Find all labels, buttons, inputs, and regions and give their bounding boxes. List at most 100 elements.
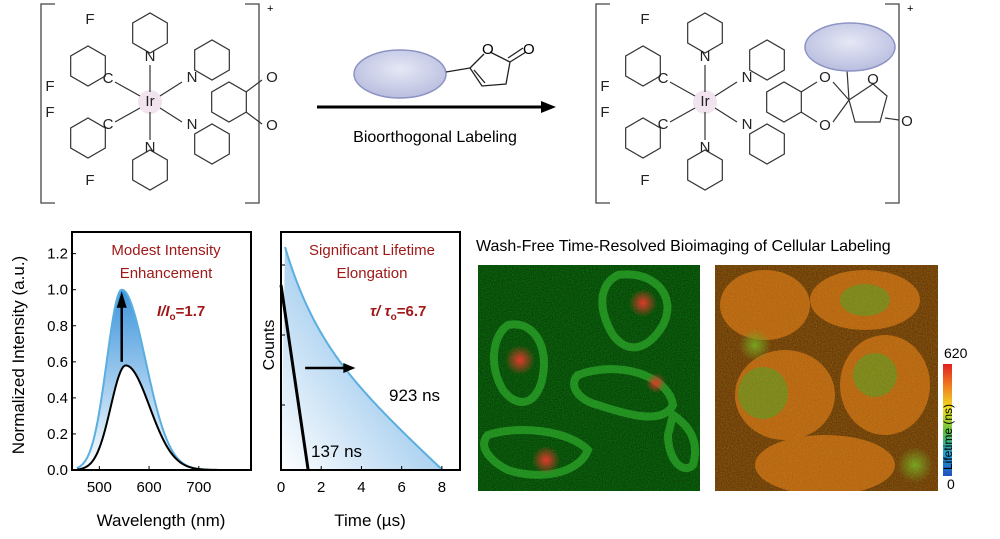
y-axis-label: Normalized Intensity (a.u.) — [9, 256, 28, 454]
x-tick-label: 6 — [398, 479, 406, 496]
ring — [625, 117, 661, 159]
bond — [714, 81, 738, 97]
atom-label-n: N — [187, 69, 198, 86]
atom-label-o: O — [819, 69, 831, 86]
atom-label-o: O — [819, 117, 831, 134]
x-axis-label: Time (µs) — [334, 511, 406, 530]
y-axis-label: Counts — [262, 320, 278, 371]
ratio-annotation: I/Io=1.7 — [157, 303, 205, 323]
x-tick-label: 600 — [137, 479, 162, 496]
ring — [211, 81, 247, 123]
series-unlabeled-decay — [279, 284, 310, 471]
lifetime-label-unlabeled: 137 ns — [311, 442, 362, 461]
atom-label-f: F — [45, 104, 54, 121]
atom-label-f: F — [85, 172, 94, 189]
ring — [687, 149, 723, 191]
atom-label-n: N — [742, 69, 753, 86]
ring — [70, 117, 106, 159]
x-tick-label: 500 — [87, 479, 112, 496]
bond — [714, 107, 738, 123]
bond — [114, 107, 141, 123]
atom-label-ir: Ir — [145, 93, 154, 110]
atom-label-n: N — [187, 116, 198, 133]
ring — [132, 12, 168, 54]
atom-label-c: C — [658, 116, 669, 133]
ratio-symbol: I/I — [157, 303, 170, 320]
bond — [114, 81, 141, 97]
ratio-value: =1.7 — [176, 303, 206, 320]
intensity-gain-area — [76, 289, 227, 470]
ratio-value: =6.7 — [397, 303, 427, 320]
x-tick-label: 2 — [317, 479, 325, 496]
chart-title-line: Modest Intensity — [111, 242, 221, 259]
arrow-head — [343, 363, 356, 373]
atom-label-o: O — [266, 69, 278, 86]
atom-label-o: O — [901, 113, 913, 130]
plot-frame — [280, 231, 461, 471]
bond — [245, 79, 263, 93]
atom-label-f: F — [640, 172, 649, 189]
ring — [70, 45, 106, 87]
imaging-title: Wash-Free Time-Resolved Bioimaging of Ce… — [476, 238, 891, 255]
x-tick-label: 700 — [186, 479, 211, 496]
x-tick-label: 4 — [357, 479, 365, 496]
ring — [687, 12, 723, 54]
lifetime-colorbar — [943, 364, 952, 476]
lactone-ring — [848, 83, 888, 123]
atom-label-o: O — [523, 41, 535, 58]
furanone-ring — [445, 47, 527, 87]
arrow-head — [116, 291, 127, 308]
y-tick-label: 0.0 — [47, 462, 68, 479]
bond — [159, 81, 183, 97]
x-tick-label: 0 — [277, 479, 285, 496]
ring — [766, 81, 802, 123]
bond — [669, 107, 696, 123]
colorbar-max: 620 — [944, 345, 968, 361]
bracket-right — [245, 3, 260, 204]
bond — [884, 117, 900, 121]
chart-title-line: Elongation — [337, 265, 408, 282]
bond — [669, 81, 696, 97]
chart-title-line: Enhancement — [120, 265, 213, 282]
bracket-right — [885, 3, 900, 204]
atom-label-n: N — [700, 48, 711, 65]
ring — [194, 39, 230, 81]
ratio-symbol: τ/ τ — [370, 303, 391, 320]
plot-frame — [71, 231, 252, 471]
colorbar-min: 0 — [947, 476, 955, 492]
series-labeled-decay — [284, 246, 443, 471]
atom-label-f: F — [640, 11, 649, 28]
image-cells-lifetime — [715, 265, 938, 491]
atom-label-o: O — [266, 117, 278, 134]
ratio-subscript: o — [170, 312, 176, 323]
bracket-left — [40, 3, 55, 204]
atom-label-c: C — [658, 70, 669, 87]
metal-halo — [138, 90, 162, 114]
charge-label: + — [907, 3, 913, 15]
charge-label: + — [267, 3, 273, 15]
atom-label-f: F — [600, 104, 609, 121]
colorbar-label: Lifetime (ns) — [941, 403, 955, 470]
atom-label-n: N — [145, 48, 156, 65]
atom-label-o: O — [482, 41, 494, 58]
lifetime-label-labeled: 923 ns — [389, 386, 440, 405]
ring — [132, 149, 168, 191]
bracket-left — [595, 3, 610, 204]
x-axis-label: Wavelength (nm) — [97, 511, 226, 530]
atom-label-f: F — [600, 78, 609, 95]
biomolecule-oval — [804, 22, 896, 72]
bond — [245, 111, 263, 125]
bond — [800, 111, 818, 123]
atom-label-n: N — [742, 116, 753, 133]
atom-label-c: C — [103, 116, 114, 133]
chart-title-line: Significant Lifetime — [309, 242, 435, 259]
image-cells-intensity — [478, 265, 700, 491]
lifetime-gain-area — [281, 247, 442, 470]
biomolecule-reagent: O O — [353, 41, 535, 99]
